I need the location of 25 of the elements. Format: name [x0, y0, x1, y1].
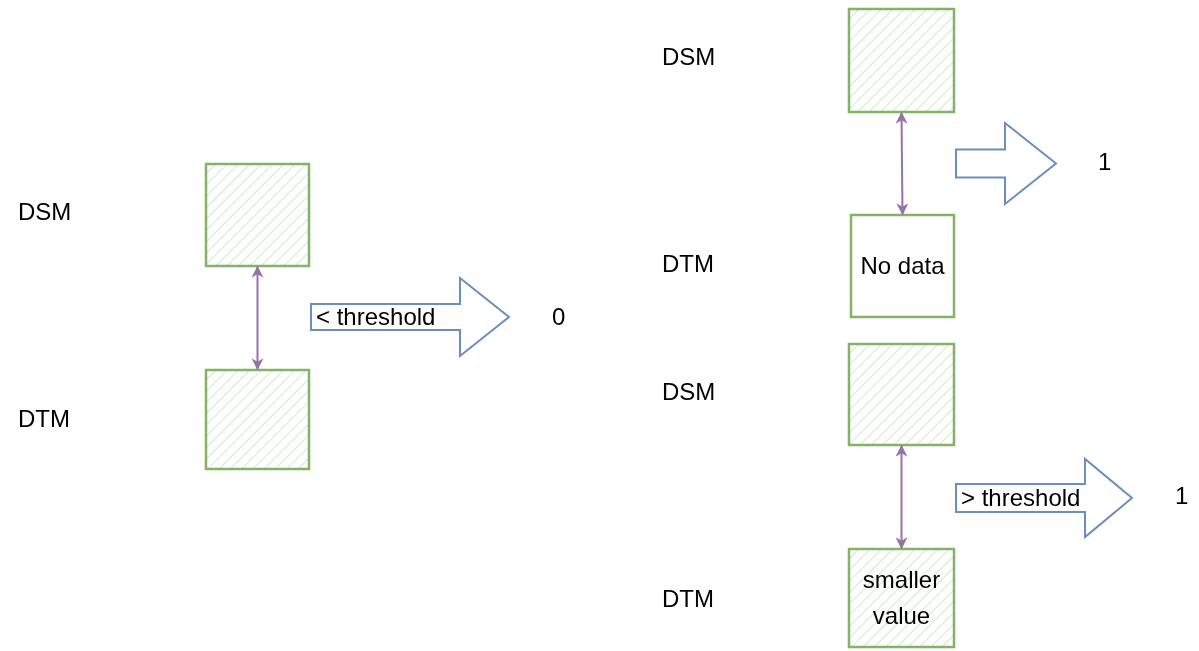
double-arrow: [895, 111, 909, 216]
result-value: DTM: [662, 250, 714, 278]
block-arrow: [955, 458, 1133, 538]
result-value: DSM: [18, 198, 72, 226]
node-text: > threshold: [961, 483, 1081, 513]
block-arrow: [310, 277, 510, 357]
node-text: smaller value: [861, 565, 942, 631]
result-value: DTM: [18, 405, 70, 433]
node-text: < threshold: [316, 302, 436, 332]
double-arrow: [895, 444, 908, 550]
hatched-box: [848, 8, 955, 113]
double-arrow: [251, 265, 264, 371]
result-value: 0: [552, 303, 566, 331]
block-arrow: [955, 122, 1057, 205]
hatched-box: [205, 369, 310, 470]
empty-box: [850, 214, 955, 318]
result-value: DSM: [662, 43, 716, 71]
result-value: 1: [1098, 148, 1112, 176]
hatched-box: [205, 163, 310, 267]
result-value: 1: [1175, 482, 1189, 510]
node-text: No data: [859, 251, 946, 281]
result-value: DTM: [662, 585, 714, 613]
hatched-box: [848, 343, 955, 446]
hatched-box: [848, 548, 955, 648]
result-value: DSM: [662, 378, 716, 406]
